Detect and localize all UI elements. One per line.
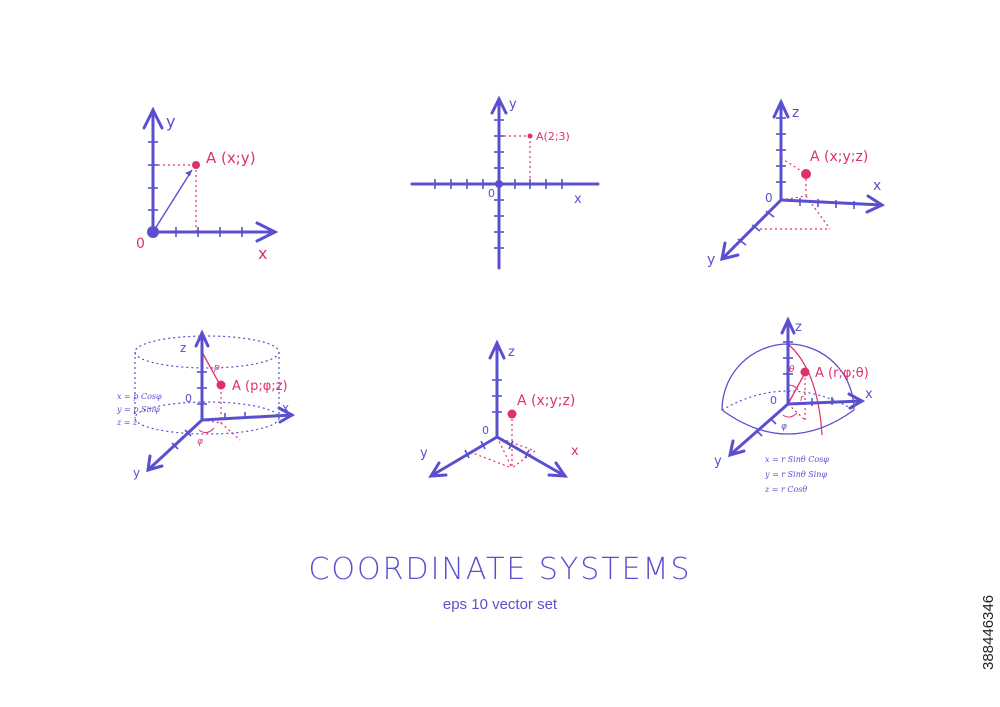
z-label: z (792, 105, 799, 121)
point-a (801, 169, 811, 179)
origin-label: 0 (482, 424, 489, 437)
origin-label: 0 (770, 394, 777, 407)
y-axis (429, 435, 499, 478)
page-subtitle: eps 10 vector set (442, 596, 558, 613)
point-label: A (x;y;z) (517, 393, 575, 409)
phi-label: φ (781, 422, 787, 432)
formula-x: x = p Cosφ (117, 392, 162, 401)
r-label: r (800, 394, 805, 404)
y-label: y (714, 454, 722, 469)
formula-y: y = r Sinθ Sinφ (764, 470, 827, 479)
phi-arc (198, 427, 215, 434)
y-axis (720, 198, 783, 261)
meridian-arc (787, 343, 823, 436)
x-axis (786, 399, 864, 406)
diagram-2d-quadrant: y x 0 A (x;y) (136, 106, 279, 263)
point-label: A (p;φ;z) (232, 379, 288, 394)
x-label: x (865, 387, 873, 402)
stock-id: 388446346 (978, 470, 998, 670)
point-a (527, 133, 533, 139)
rho-label: p (213, 363, 220, 373)
z-label: z (508, 345, 515, 360)
stock-id-text: 388446346 (980, 594, 997, 670)
origin-label: 0 (488, 187, 495, 200)
x-axis (495, 435, 567, 478)
origin-label: 0 (136, 236, 145, 252)
y-label: y (420, 446, 428, 461)
diagram-cylindrical: z x y 0 A (p;φ;z) p φ x = p Cosφ y = p S… (116, 329, 296, 480)
diagram-2d-cartesian: y x 0 A(2;3) (410, 95, 600, 270)
diagram-spherical: z x y 0 A (r;φ;θ) r θ φ x = r Sinθ Cosφ … (714, 316, 873, 494)
x-axis (779, 198, 884, 207)
z-label: z (795, 320, 802, 335)
x-axis (200, 413, 294, 422)
x-label: x (571, 444, 579, 459)
origin-dot (147, 226, 159, 238)
diagram-3d-cartesian: z x y 0 A (x;y;z) (707, 98, 886, 268)
y-axis (728, 402, 790, 457)
origin-label: 0 (185, 392, 192, 405)
phi-label: φ (197, 437, 203, 447)
x-label: x (873, 178, 881, 194)
formula-y: y = p Sinφ (116, 405, 160, 414)
y-label: y (707, 252, 715, 268)
z-label: z (180, 341, 186, 355)
point-a (800, 367, 810, 377)
y-label: y (166, 112, 175, 131)
formula-z: z = z (116, 418, 138, 427)
y-axis (146, 418, 204, 472)
formula-x: x = r Sinθ Cosφ (765, 455, 829, 464)
x-label: x (574, 192, 582, 207)
origin-label: 0 (765, 191, 773, 205)
diagram-3d-symmetric: z x y 0 A (x;y;z) (420, 339, 579, 478)
y-label: y (509, 97, 517, 112)
y-label: y (133, 466, 140, 480)
formula-z: z = r Cosθ (764, 485, 807, 494)
point-a (192, 161, 200, 169)
point-label: A (r;φ;θ) (815, 366, 869, 381)
x-label: x (258, 244, 267, 263)
page-title: COORDINATE SYSTEMS (308, 552, 692, 587)
x-label: x (282, 401, 289, 415)
point-label: A(2;3) (536, 130, 570, 143)
rho-vector (201, 351, 220, 384)
point-a (507, 409, 517, 419)
theta-label: θ (789, 365, 795, 375)
point-label: A (x;y) (206, 149, 256, 167)
point-a (216, 380, 226, 390)
position-vector (152, 169, 193, 233)
point-label: A (x;y;z) (810, 149, 868, 165)
